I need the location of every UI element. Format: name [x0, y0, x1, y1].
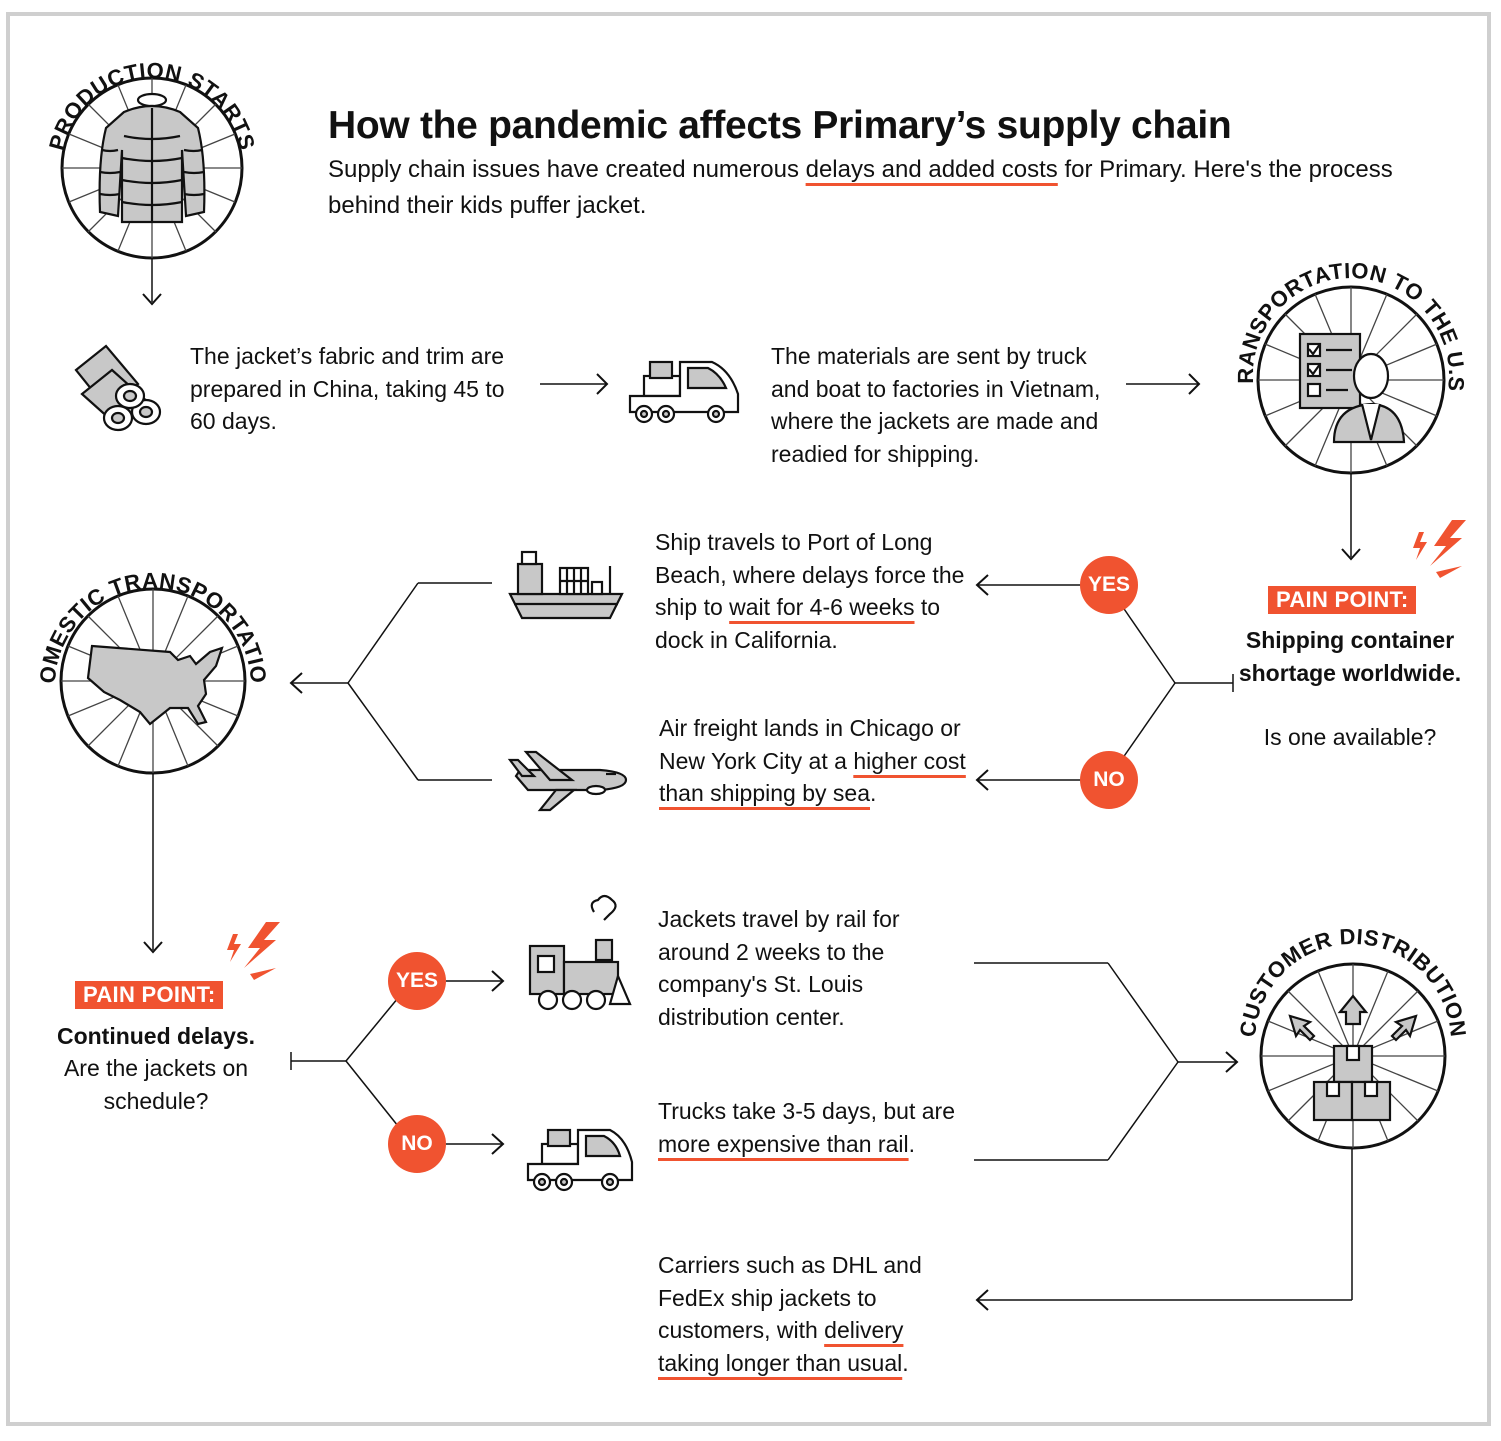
production-starts-medallion: PRODUCTION STARTS — [44, 58, 260, 260]
yes-badge-rail: YES — [388, 952, 446, 1010]
step-fabric-text: The jacket’s fabric and trim are prepare… — [190, 343, 505, 434]
cargo-ship-icon — [508, 550, 624, 620]
pain-point-2-label: PAIN POINT: — [75, 981, 224, 1009]
boxes-icon — [1288, 994, 1418, 1122]
infographic-frame — [6, 12, 1491, 1426]
lightning-icon — [1413, 520, 1466, 578]
arrow-truck-to-transport — [1126, 373, 1201, 395]
page-subtitle: Supply chain issues have created numerou… — [328, 156, 1393, 219]
yes-badge-ship: YES — [1080, 556, 1138, 614]
delivery-truck-icon — [628, 360, 740, 424]
puffer-jacket-icon — [98, 92, 206, 224]
airplane-icon — [507, 750, 628, 812]
ship-branch-text: Ship travels to Port of Long Beach, wher… — [655, 529, 965, 653]
page-title: How the pandemic affects Primary’s suppl… — [328, 104, 1232, 147]
pain-point-2-headline: Continued delays. — [56, 1023, 256, 1049]
step-truck-boat-text: The materials are sent by truck and boat… — [771, 343, 1101, 467]
pain-point-2-question: Are the jackets on schedule? — [63, 1055, 249, 1114]
no-badge-truck: NO — [388, 1115, 446, 1173]
customer-distribution-medallion: CUSTOMER DISTRIBUTION — [1235, 924, 1471, 1150]
arrow-fabric-to-truck — [540, 373, 609, 395]
lightning-icon — [227, 922, 280, 980]
fabric-rolls-icon — [74, 344, 162, 432]
steam-train-icon — [528, 894, 632, 1011]
customs-officer-icon — [1298, 332, 1406, 444]
branch-lines-1 — [289, 574, 1234, 791]
rail-branch-text: Jackets travel by rail for around 2 week… — [658, 906, 900, 1030]
branch-lines-2 — [290, 962, 1353, 1311]
carriers-text: Carriers such as DHL and FedEx ship jack… — [658, 1252, 922, 1376]
usa-map-icon — [86, 644, 224, 726]
air-branch-text: Air freight lands in Chicago or New York… — [659, 715, 966, 806]
pain-point-1-question: Is one available? — [1263, 724, 1437, 750]
delivery-truck-icon — [526, 1128, 634, 1192]
truck-branch-text: Trucks take 3-5 days, but are more expen… — [658, 1098, 956, 1157]
pain-point-1-headline: Shipping container shortage worldwide. — [1238, 627, 1462, 686]
subtitle-highlight: delays and added costs — [805, 156, 1058, 183]
pain-point-1-label: PAIN POINT: — [1268, 586, 1417, 614]
no-badge-air: NO — [1080, 751, 1138, 809]
